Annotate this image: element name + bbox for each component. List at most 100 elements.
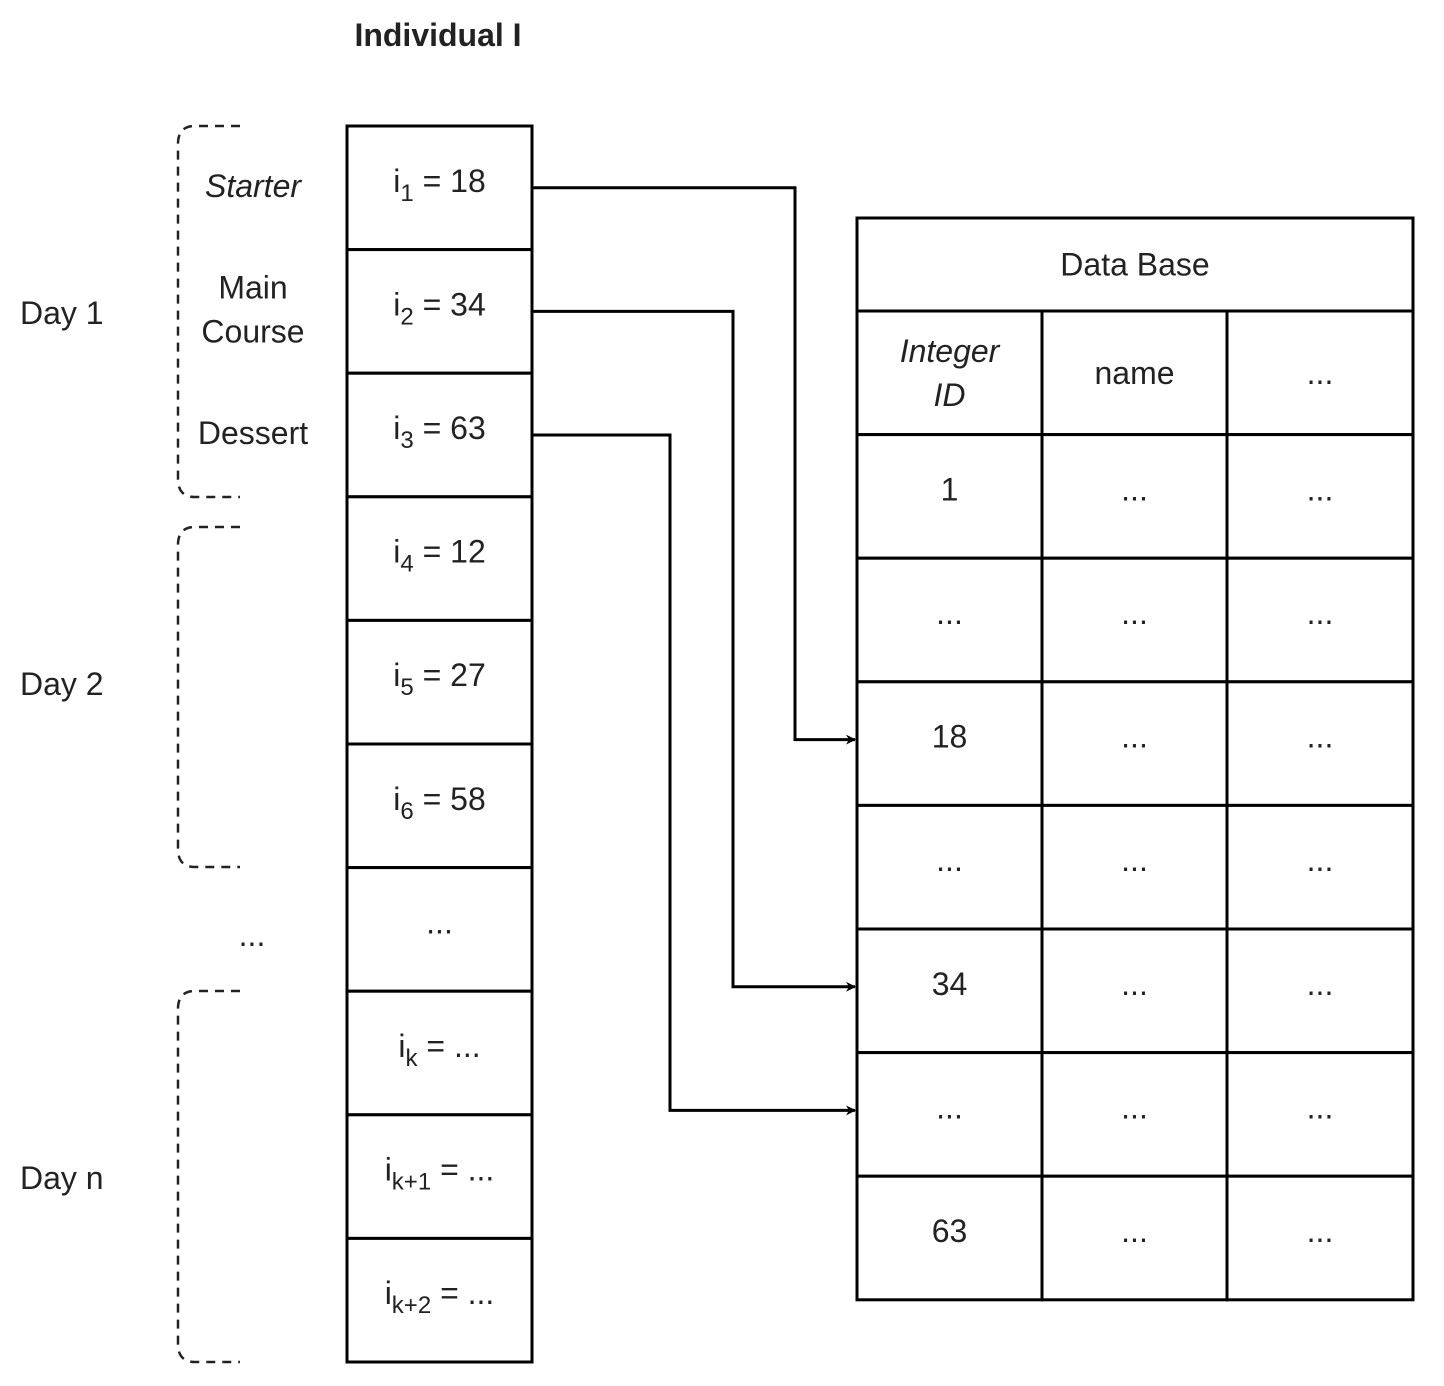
day-brace [176,989,240,1364]
cell-var: i [393,534,400,570]
individual-cell-value: i2 = 34 [393,286,486,330]
day-ellipsis: ... [239,917,266,953]
database-cell [1040,1174,1229,1302]
database-title: Data Base [1060,247,1209,283]
course-label-line: Course [201,313,304,349]
individual-cell-value: i4 = 12 [393,534,486,578]
course-label-line: Starter [205,168,302,204]
day-label: Day 1 [20,295,104,331]
link-arrow [532,433,856,1116]
cell-subscript: 6 [400,798,413,825]
database-cell-value: ... [1121,595,1148,631]
cell-var: i [393,410,400,446]
column-header-line: name [1094,355,1174,391]
individual-cell [345,989,534,1117]
individual-cell [345,618,534,746]
cell-subscript: k+1 [392,1169,431,1196]
database-cell [855,1174,1044,1302]
link-arrow [532,186,856,745]
database-cell-value: ... [1307,1089,1334,1125]
individual-cell [345,124,534,252]
column-header: name [1094,355,1174,391]
database-cell-value: ... [1307,595,1334,631]
cell-var: i [385,1152,392,1188]
column-header-line: Integer [900,333,1001,369]
column-header-cell [855,309,1044,437]
database-cell-value: ... [936,1089,963,1125]
cell-value: = 58 [414,781,486,817]
cell-subscript: 1 [400,180,413,207]
database-cell-value: ... [936,595,963,631]
day-label: Day n [20,1160,104,1196]
individual-cell-value: ... [426,904,453,940]
cell-var: i [393,163,400,199]
database-cell-value: ... [936,842,963,878]
cell-value: = 63 [414,410,486,446]
database-cell [1225,803,1415,931]
cell-value: = 34 [414,286,486,322]
cell-subscript: 2 [400,303,413,330]
database-cell [855,803,1044,931]
day-brace [176,525,240,869]
individual-cell-value: i5 = 27 [393,657,486,701]
database-cell [855,433,1044,560]
database-cell-value: ... [1121,719,1148,755]
database-cell [1225,1051,1415,1178]
cell-subscript: 5 [400,674,413,701]
database-cell-value: 18 [932,719,968,755]
cell-value: = 18 [414,163,486,199]
database-cell [1225,556,1415,684]
course-label: Dessert [198,415,308,451]
individual-cell [345,866,534,993]
database-cell [855,927,1044,1055]
course-label-line: Main [218,269,287,305]
column-header: ... [1307,355,1334,391]
database-cell-value: ... [1121,1089,1148,1125]
column-header-cell [1225,309,1415,437]
database-cell-value: 63 [932,1213,968,1249]
database-cell-value: 34 [932,966,968,1002]
cell-value: = 27 [414,657,486,693]
link-arrow [532,309,856,992]
individual-cell-value: ik+2 = ... [385,1275,495,1319]
database-cell [855,556,1044,684]
column-header-line: ID [934,377,966,413]
column-header-cell [1040,309,1229,437]
individual-cell-value: i6 = 58 [393,781,486,825]
cell-value: = ... [431,1275,494,1311]
cell-var: i [393,657,400,693]
cell-var: i [398,1028,405,1064]
database-cell-value: ... [1307,842,1334,878]
day-label: Day 2 [20,666,104,702]
database-cell-value: ... [1121,471,1148,507]
database-cell-value: ... [1121,966,1148,1002]
cell-var: ... [426,904,453,940]
database-cell [1040,927,1229,1055]
cell-subscript: 3 [400,427,413,454]
individual-cell [345,495,534,622]
individual-cell-value: ik = ... [398,1028,480,1072]
cell-value: = 12 [414,534,486,570]
database-cell-value: ... [1307,1213,1334,1249]
course-label: Starter [205,168,302,204]
cell-subscript: k [405,1045,418,1072]
cell-var: i [393,781,400,817]
individual-cell-value: ik+1 = ... [385,1152,495,1196]
cell-value: = ... [431,1152,494,1188]
cell-var: i [385,1275,392,1311]
individual-cell-value: i3 = 63 [393,410,486,454]
cell-var: i [393,286,400,322]
database-title-cell [855,216,1415,313]
database-cell-value: ... [1307,719,1334,755]
course-label-line: Dessert [198,415,308,451]
day-brace [176,124,240,499]
database-cell-value: ... [1307,966,1334,1002]
cell-subscript: k+2 [392,1292,431,1319]
column-header-line: ... [1307,355,1334,391]
cell-subscript: 4 [400,551,413,578]
database-cell-value: ... [1121,1213,1148,1249]
database-cell-value: ... [1121,842,1148,878]
